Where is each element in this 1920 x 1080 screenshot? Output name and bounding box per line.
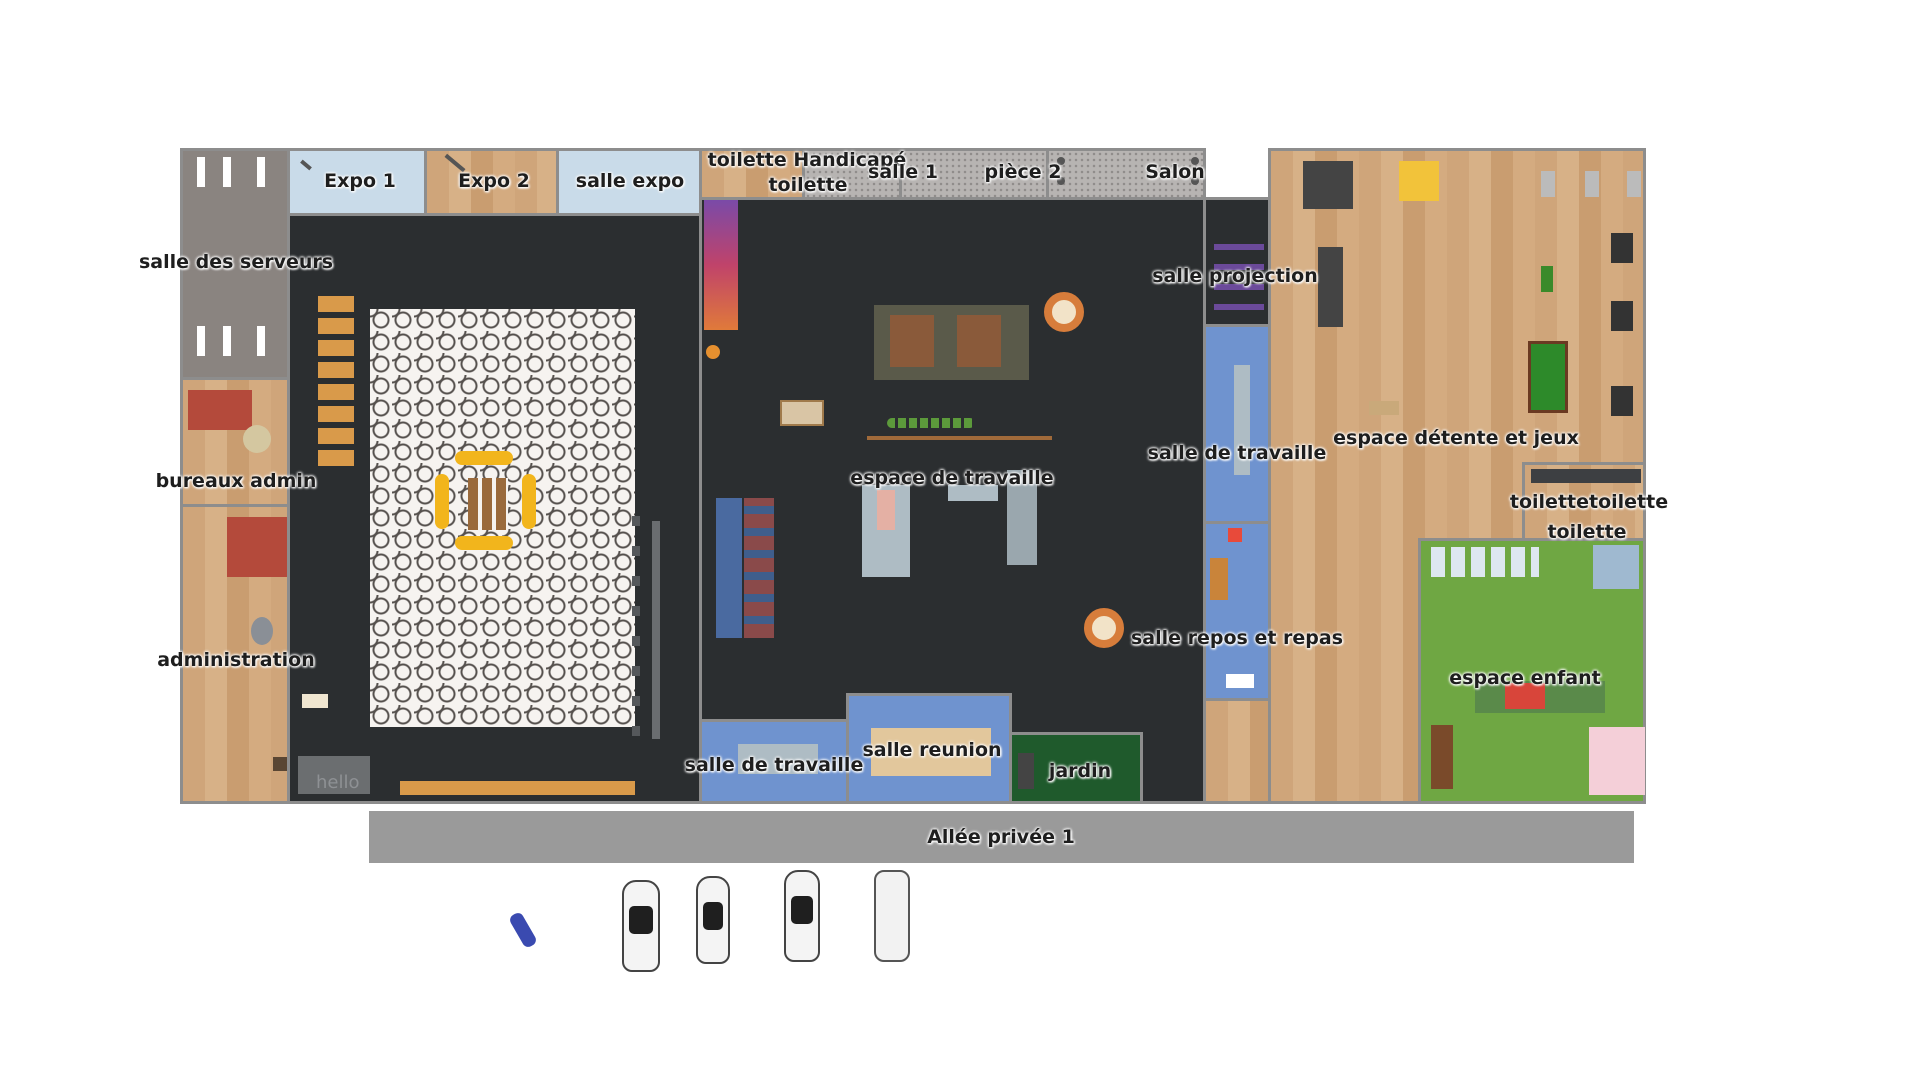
car-icon bbox=[696, 876, 730, 964]
label-salle-1: salle 1 bbox=[868, 161, 938, 183]
label-salon: Salon bbox=[1145, 161, 1205, 183]
room-salle-de-travaille-bottom[interactable] bbox=[699, 719, 849, 804]
room-jardin[interactable] bbox=[1009, 732, 1143, 804]
label-espace-detente-jeux: espace détente et jeux bbox=[1333, 427, 1579, 449]
room-salle-de-travaille-right[interactable] bbox=[1203, 324, 1271, 524]
car-icon bbox=[622, 880, 660, 972]
label-salle-repos-repas: salle repos et repas bbox=[1130, 627, 1344, 649]
label-salle-projection: salle projection bbox=[1152, 265, 1318, 287]
label-toilette-right: toilette bbox=[1547, 521, 1627, 543]
hello-sign: hello bbox=[298, 756, 370, 794]
room-salle-repos-repas[interactable] bbox=[1203, 521, 1271, 701]
label-bureaux-admin: bureaux admin bbox=[155, 470, 317, 492]
room-toilettes-right[interactable] bbox=[1522, 462, 1646, 542]
label-jardin: jardin bbox=[1048, 760, 1112, 782]
label-salle-reunion: salle reunion bbox=[862, 739, 1002, 761]
room-espace-travaille[interactable] bbox=[699, 197, 1206, 804]
label-toilette-handicape: toilette Handicapé bbox=[707, 149, 907, 171]
room-salle-projection[interactable] bbox=[1203, 197, 1271, 327]
label-salle-expo: salle expo bbox=[575, 170, 685, 192]
label-salle-de-travaille-right: salle de travaille bbox=[1147, 442, 1327, 464]
room-hall-left[interactable]: hello bbox=[287, 213, 702, 804]
room-salle-serveurs[interactable] bbox=[180, 148, 290, 380]
label-expo-2: Expo 2 bbox=[458, 170, 530, 192]
label-salle-de-travaille-bottom: salle de travaille bbox=[684, 754, 864, 776]
label-espace-de-travaille: espace de travaille bbox=[850, 467, 1054, 489]
floor-plan: hello bbox=[139, 148, 1668, 804]
car-icon bbox=[784, 870, 820, 962]
label-administration: administration bbox=[157, 649, 315, 671]
allee-privee[interactable]: Allée privée 1 bbox=[369, 811, 1634, 863]
table-stack bbox=[318, 296, 354, 466]
label-expo-1: Expo 1 bbox=[324, 170, 396, 192]
label-toilettetoilette: toilettetoilette bbox=[1509, 491, 1669, 513]
label-piece-2: pièce 2 bbox=[984, 161, 1062, 183]
label-salle-serveurs: salle des serveurs bbox=[138, 251, 334, 273]
label-toilette-top: toilette bbox=[768, 174, 848, 196]
scooter-icon bbox=[507, 910, 539, 950]
room-espace-enfant[interactable] bbox=[1418, 538, 1646, 804]
label-espace-enfant: espace enfant bbox=[1449, 667, 1601, 689]
van-icon bbox=[874, 870, 910, 962]
hello-text: hello bbox=[316, 772, 360, 793]
room-expo-1[interactable] bbox=[287, 148, 427, 216]
room-salle-expo[interactable] bbox=[556, 148, 702, 216]
label-allee-privee: Allée privée 1 bbox=[927, 826, 1075, 848]
